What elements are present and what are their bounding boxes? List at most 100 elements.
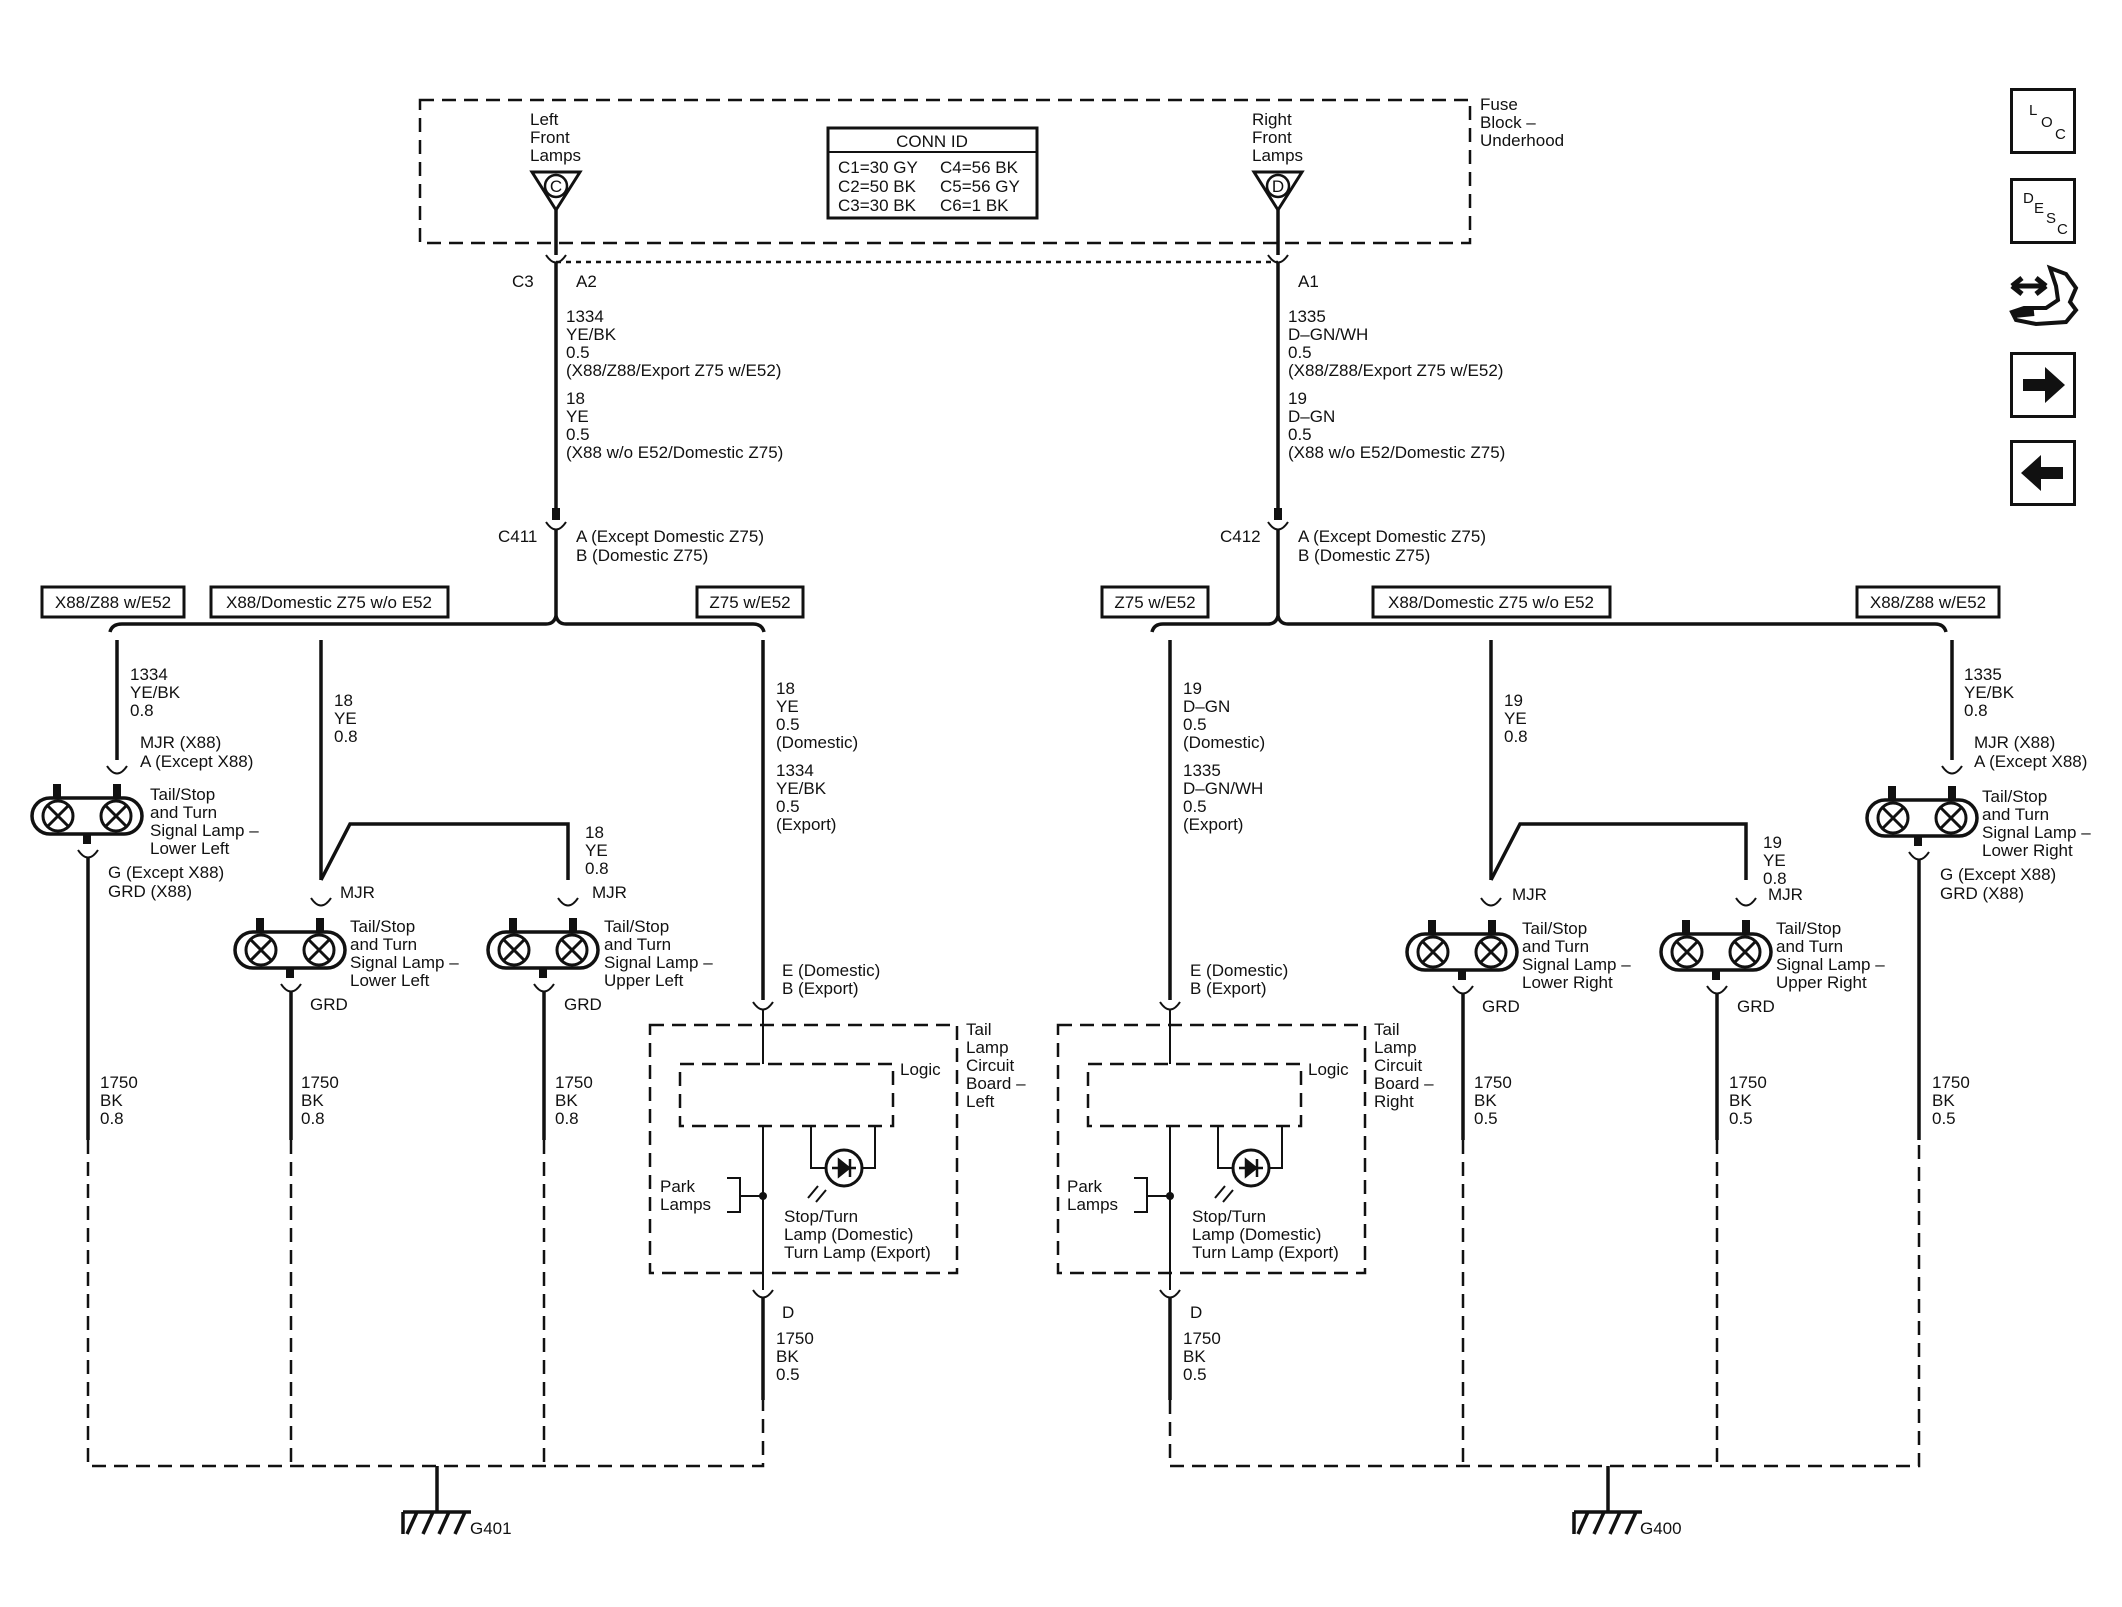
lamp-ll-z88-out-pin: G (Except X88)GRD (X88)	[108, 863, 224, 901]
logic-right-label: Logic	[1308, 1060, 1349, 1079]
lamp-lr-z88-out-pin: G (Except X88)GRD (X88)	[1940, 865, 2056, 903]
lamp-ll-in-pin: MJR	[340, 883, 375, 902]
option-box-right-1: Z75 w/E52	[1100, 585, 1210, 619]
ground-g400-icon	[1572, 1510, 1644, 1536]
conn-c411-label: C411	[498, 527, 537, 546]
logic-block-right	[1086, 1062, 1303, 1128]
ground-g401-label: G401	[470, 1519, 512, 1538]
fuse-left-letter: C	[550, 177, 562, 196]
lamp-lr-z88-in-pin: MJR (X88)A (Except X88)	[1974, 733, 2087, 771]
board-right-in-pin: E (Domestic)B (Export)	[1190, 961, 1288, 998]
option-box-left-1: X88/Z88 w/E52	[40, 585, 186, 619]
wire-left-feed-label: 1334 YE/BK 0.5 (X88/Z88/Export Z75 w/E52…	[566, 307, 786, 462]
fuse-block-outline	[418, 98, 1472, 245]
svg-text:C5=56 GY: C5=56 GY	[940, 177, 1020, 196]
previous-page-arrow-icon	[2021, 455, 2063, 491]
loc-button[interactable]: L O C	[2010, 88, 2076, 154]
conn-id-table: CONN ID C1=30 GY C2=50 BK C3=30 BK C4=56…	[826, 126, 1039, 220]
ground-g400-label: G400	[1640, 1519, 1682, 1538]
conn-c3-label: C3	[512, 272, 534, 291]
led-right-icon	[1231, 1148, 1271, 1188]
svg-text:C6=1 BK: C6=1 BK	[940, 196, 1009, 215]
option-box-left-2: X88/Domestic Z75 w/o E52	[209, 585, 450, 619]
desc-letter-e: E	[2034, 200, 2045, 217]
wire-right-feed-label: 1335 D–GN/WH 0.5 (X88/Z88/Export Z75 w/E…	[1288, 307, 1508, 462]
option-box-left-3: Z75 w/E52	[695, 585, 805, 619]
component-view-icon[interactable]	[2006, 258, 2080, 332]
conn-c412-pins: A (Except Domestic Z75)B (Domestic Z75)	[1298, 527, 1486, 565]
lamp-ll-z88-in-pin: MJR (X88)A (Except X88)	[140, 733, 253, 771]
board-right-out-pin: D	[1190, 1303, 1202, 1322]
conn-c412-label: C412	[1220, 527, 1261, 546]
option-box-right-2: X88/Domestic Z75 w/o E52	[1371, 585, 1612, 619]
fuse-right-letter: D	[1272, 177, 1284, 196]
lamp-lr-in-pin: MJR	[1512, 885, 1547, 904]
desc-letter-s: S	[2046, 210, 2057, 227]
lamp-lower-left	[233, 916, 347, 970]
lamp-ur-out-pin: GRD	[1737, 997, 1775, 1016]
loc-letter-l: L	[2029, 102, 2038, 119]
board-left-in-pin: E (Domestic)B (Export)	[782, 961, 880, 998]
loc-letter-c: C	[2055, 126, 2066, 143]
svg-text:X88/Domestic Z75 w/o E52: X88/Domestic Z75 w/o E52	[226, 593, 432, 612]
svg-text:Z75 w/E52: Z75 w/E52	[1114, 593, 1195, 612]
lamp-lower-left-z88	[30, 782, 144, 836]
logic-left-label: Logic	[900, 1060, 941, 1079]
lamp-ul-in-pin: MJR	[592, 883, 627, 902]
conn-c411-pins: A (Except Domestic Z75)B (Domestic Z75)	[576, 527, 764, 565]
lamp-lower-right	[1405, 918, 1519, 972]
svg-text:CONN ID: CONN ID	[896, 132, 968, 151]
svg-text:X88/Domestic Z75 w/o E52: X88/Domestic Z75 w/o E52	[1388, 593, 1594, 612]
lamp-ul-out-pin: GRD	[564, 995, 602, 1014]
logic-block-left	[678, 1062, 895, 1128]
lamp-lower-right-z88	[1865, 784, 1979, 838]
svg-text:X88/Z88 w/E52: X88/Z88 w/E52	[1870, 593, 1986, 612]
svg-text:Z75 w/E52: Z75 w/E52	[709, 593, 790, 612]
option-box-right-3: X88/Z88 w/E52	[1855, 585, 2001, 619]
conn-a2-label: A2	[576, 272, 597, 291]
led-left-icon	[824, 1148, 864, 1188]
desc-button[interactable]: D E S C	[2010, 178, 2076, 244]
circuit-board-left	[648, 1023, 959, 1275]
lamp-lr-out-pin: GRD	[1482, 997, 1520, 1016]
ground-g401-icon	[401, 1510, 473, 1536]
circuit-board-right	[1056, 1023, 1367, 1275]
lamp-ur-in-pin: MJR	[1768, 885, 1803, 904]
next-page-button[interactable]	[2010, 352, 2076, 418]
desc-letter-d: D	[2023, 190, 2034, 207]
lamp-ll-out-pin: GRD	[310, 995, 348, 1014]
svg-text:C2=50 BK: C2=50 BK	[838, 177, 917, 196]
previous-page-button[interactable]	[2010, 440, 2076, 506]
lamp-upper-right	[1659, 918, 1773, 972]
svg-text:C4=56 BK: C4=56 BK	[940, 158, 1019, 177]
svg-text:X88/Z88 w/E52: X88/Z88 w/E52	[55, 593, 171, 612]
next-page-arrow-icon	[2023, 367, 2065, 403]
